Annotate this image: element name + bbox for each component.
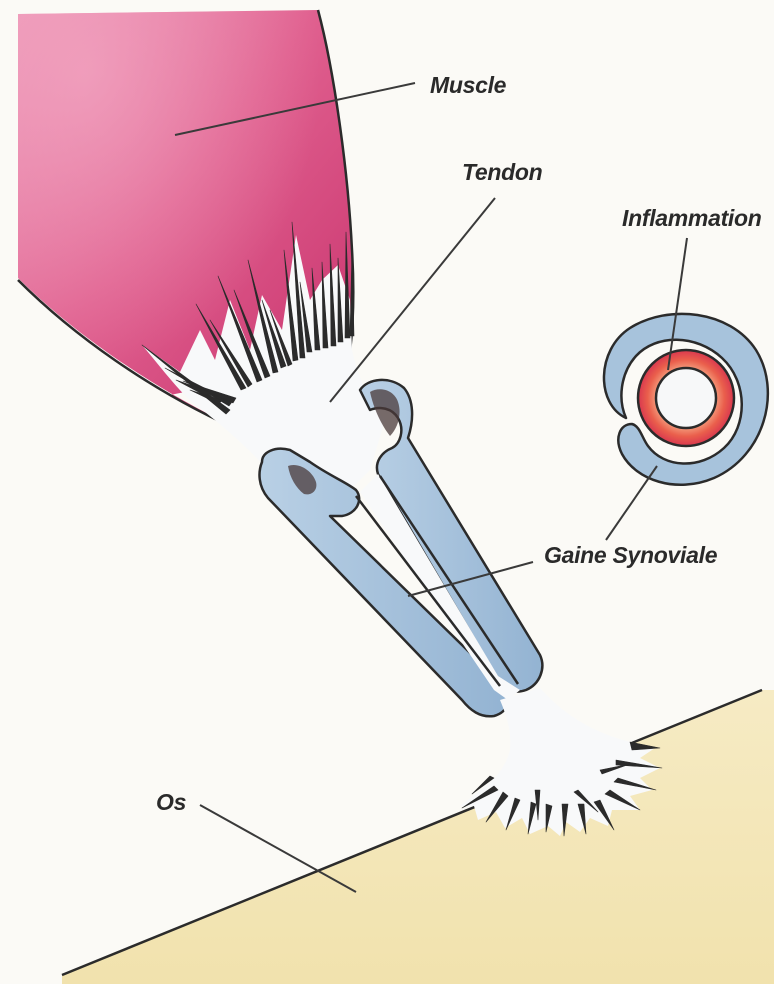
label-muscle: Muscle bbox=[430, 72, 507, 98]
label-tendon: Tendon bbox=[462, 159, 543, 185]
tendon-cross-section bbox=[656, 368, 716, 428]
tendon-leader bbox=[330, 198, 495, 402]
bone-shape bbox=[62, 690, 774, 984]
synovial-sheath-leader-right bbox=[606, 466, 657, 540]
label-synovial-sheath: Gaine Synoviale bbox=[544, 542, 718, 568]
label-bone: Os bbox=[156, 789, 186, 815]
cross-section bbox=[604, 314, 768, 485]
bone-leader bbox=[200, 805, 356, 892]
label-inflammation: Inflammation bbox=[622, 205, 762, 231]
